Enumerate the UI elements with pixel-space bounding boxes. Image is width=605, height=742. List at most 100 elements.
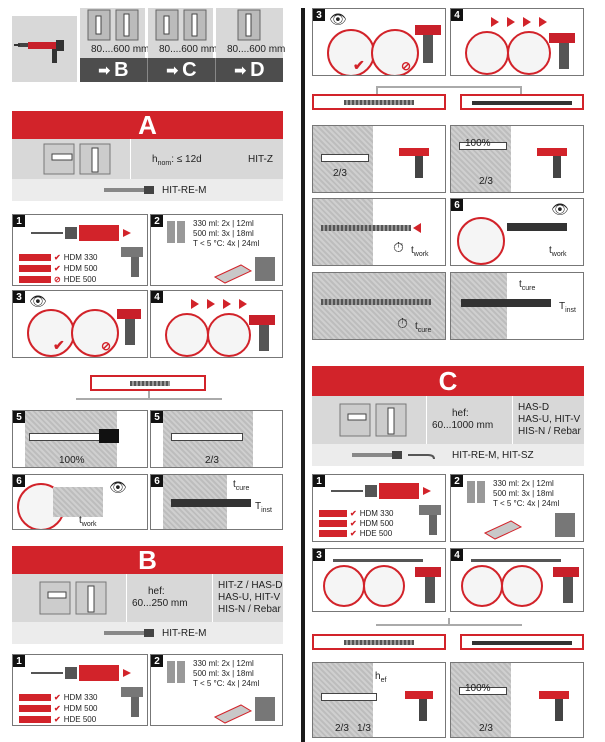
arrow-icon bbox=[507, 17, 515, 27]
dispenser-item: ✔HDM 500 bbox=[319, 519, 394, 528]
step-b2-panel: 2 330 ml: 2x | 12ml 500 ml: 3x | 18ml T … bbox=[150, 654, 283, 726]
section-b-info: hef: 60...250 mm HIT-Z / HAS-D HAS-U, HI… bbox=[12, 574, 283, 622]
eye-icon: 👁 bbox=[551, 201, 569, 217]
eye-icon: 👁 bbox=[109, 479, 127, 495]
divider bbox=[126, 574, 127, 622]
concrete-block bbox=[451, 126, 511, 192]
check-icon: ✔ bbox=[53, 337, 65, 353]
anchor-rod bbox=[461, 299, 551, 307]
check-icon: ✔ bbox=[54, 253, 61, 262]
mixing-line-3: T < 5 °C: 4x | 24ml bbox=[193, 239, 260, 248]
working-time: twork bbox=[411, 245, 429, 258]
arrow-right-icon: ➡ bbox=[234, 61, 247, 78]
option-c-button[interactable]: ➡C bbox=[148, 58, 216, 82]
step-number: 4 bbox=[451, 549, 463, 561]
step-number: 4 bbox=[451, 9, 463, 21]
step-number: 3 bbox=[313, 9, 325, 21]
drill-icon bbox=[553, 567, 579, 603]
section-b-cartridge-row: HIT-RE-M bbox=[12, 622, 283, 644]
check-icon: ✔ bbox=[54, 264, 61, 273]
step-r6b-panel: 6 👁 twork bbox=[450, 198, 584, 266]
option-b-hole-panel: 80....600 mm bbox=[80, 8, 149, 58]
arrow-icon bbox=[539, 17, 547, 27]
drill-hole bbox=[321, 693, 377, 701]
inspect-circle bbox=[323, 565, 365, 607]
mixer-nozzle-icon bbox=[104, 629, 154, 637]
dispenser-list: ✔HDM 330 ✔HDM 500 ✔HDE 500 bbox=[19, 693, 98, 724]
step-c3-panel: 3 bbox=[312, 548, 446, 612]
product-line-1: HIT-Z / HAS-D bbox=[218, 580, 283, 591]
drill-hole-icon bbox=[237, 9, 261, 41]
rod-selector[interactable] bbox=[460, 94, 584, 110]
inspect-circle bbox=[465, 31, 509, 75]
rebar-selector[interactable] bbox=[312, 94, 446, 110]
dispenser-gun-icon bbox=[405, 691, 433, 721]
mixing-line-3: T < 5 °C: 4x | 24ml bbox=[493, 499, 560, 508]
check-icon: ✔ bbox=[350, 519, 357, 528]
divider bbox=[212, 574, 213, 622]
drill-hole bbox=[171, 433, 243, 441]
option-d-button[interactable]: ➡D bbox=[234, 58, 265, 81]
dispenser-gun-icon bbox=[539, 691, 569, 721]
dispenser-list: ✔HDM 330 ✔HDM 500 ⊘HDE 500 bbox=[19, 253, 98, 284]
section-c-info: hef: 60...1000 mm HAS-D HAS-U, HIT-V HIS… bbox=[312, 396, 584, 444]
drill-hole bbox=[29, 433, 109, 441]
drill-icon bbox=[415, 567, 441, 603]
step-r7-panel: 7 ⏱ tcure bbox=[312, 272, 446, 340]
section-a-info: hnom: ≤ 12d HIT-Z bbox=[12, 139, 283, 179]
dispenser-gun-icon bbox=[14, 40, 64, 63]
check-icon: ✔ bbox=[350, 529, 357, 538]
fill-level-partial: 2/3 bbox=[335, 723, 349, 734]
dispenser-list: ✔HDM 330 ✔HDM 500 ✔HDE 500 bbox=[319, 509, 394, 538]
option-b-button[interactable]: ➡B bbox=[80, 58, 148, 82]
step-number: 2 bbox=[451, 475, 463, 487]
fill-level-partial: 2/3 bbox=[205, 455, 219, 466]
step-c4-panel: 4 bbox=[450, 548, 584, 612]
arrow-right-icon: ➡ bbox=[98, 61, 111, 78]
concrete-block bbox=[313, 199, 373, 265]
step-b1-panel: 1 ✔HDM 330 ✔HDM 500 ✔HDE 500 bbox=[12, 654, 148, 726]
drill-icon bbox=[249, 315, 275, 351]
mixer-extension-icon bbox=[352, 451, 435, 460]
hand-gun-icon bbox=[121, 247, 143, 277]
arrow-icon bbox=[523, 17, 531, 27]
cartridge-icon bbox=[31, 225, 131, 241]
no-icon: ⊘ bbox=[54, 275, 61, 284]
inspect-circle-no bbox=[71, 309, 119, 357]
eye-icon: 👁 bbox=[329, 11, 347, 27]
product-line-2: HAS-U, HIT-V bbox=[218, 592, 281, 603]
waste-bin-icon bbox=[213, 257, 275, 284]
fill-level-full: 100% bbox=[465, 138, 491, 149]
mixing-line-2: 500 ml: 3x | 18ml bbox=[193, 669, 254, 678]
dispenser-item: ✔HDM 330 bbox=[319, 509, 394, 518]
divider bbox=[426, 396, 427, 444]
product-line-1: HAS-D bbox=[518, 402, 550, 413]
product-line-3: HIS-N / Rebar bbox=[218, 604, 281, 615]
cartridge-label: HIT-RE-M bbox=[162, 628, 207, 639]
option-d-hole-panel: 80....600 mm bbox=[216, 8, 285, 58]
mixing-line-1: 330 ml: 2x | 12ml bbox=[193, 659, 254, 668]
concrete-block bbox=[451, 663, 511, 737]
step-number: 4 bbox=[151, 291, 163, 303]
a-rod-selector[interactable] bbox=[90, 375, 206, 391]
rebar-icon bbox=[321, 225, 411, 231]
inspect-circle bbox=[165, 313, 209, 357]
mixer-icon bbox=[167, 661, 185, 683]
rebar-icon bbox=[321, 299, 431, 305]
embedment-depth: hnom: ≤ 12d bbox=[152, 154, 202, 167]
divider bbox=[512, 396, 513, 444]
mixing-line-2: 500 ml: 3x | 18ml bbox=[193, 229, 254, 238]
c-rebar-selector[interactable] bbox=[312, 634, 446, 650]
step-a5-partial-panel: 5 2/3 bbox=[150, 410, 283, 468]
arrow-icon bbox=[239, 299, 247, 309]
c-rod-selector[interactable] bbox=[460, 634, 584, 650]
cure-time: tcure bbox=[519, 279, 536, 292]
step-r5-panel: 5 2/3 bbox=[312, 125, 446, 193]
section-c-cartridge-row: HIT-RE-M, HIT-SZ bbox=[312, 444, 584, 466]
step-number: 6 bbox=[151, 475, 163, 487]
product-label: HIT-Z bbox=[248, 154, 273, 165]
stopwatch-icon: ⏱ bbox=[393, 239, 404, 255]
working-time: twork bbox=[549, 245, 567, 258]
drill-icon bbox=[549, 33, 575, 69]
mixer-nozzle-icon bbox=[104, 186, 154, 194]
